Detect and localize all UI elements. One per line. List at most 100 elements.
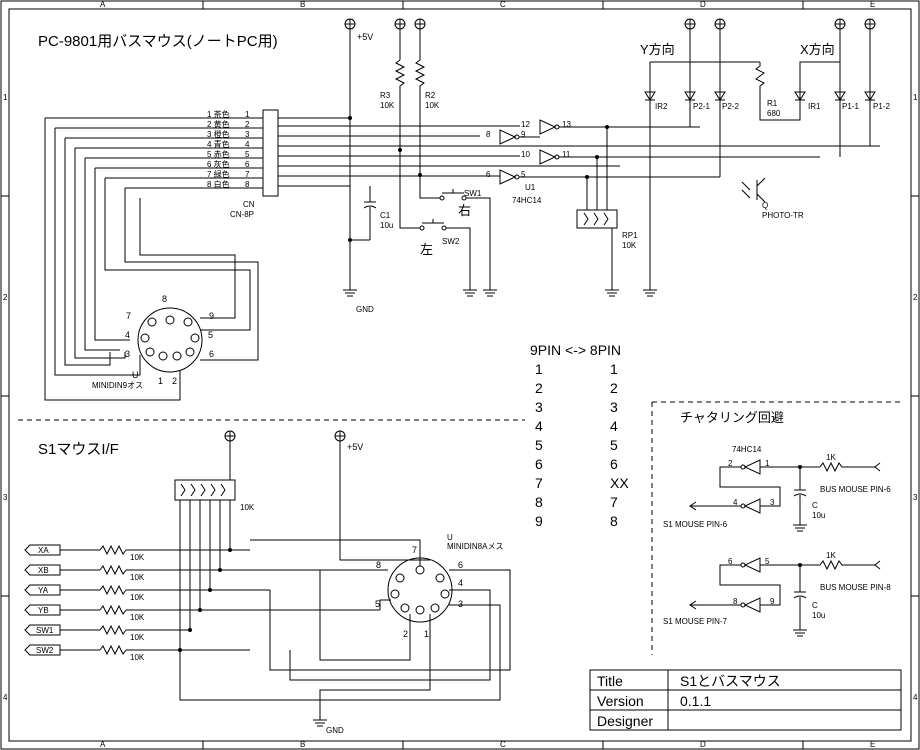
row-label-left-3: 3 bbox=[3, 493, 8, 502]
pin-map-9pin-8: 8 bbox=[535, 494, 543, 510]
row-label-right-1: 1 bbox=[913, 93, 918, 102]
u1-part: 74HC14 bbox=[512, 196, 542, 205]
cn-part: CN-8P bbox=[230, 210, 254, 219]
u1-pin-9: 9 bbox=[521, 130, 526, 139]
minidin9-connector: 8 7 9 4 5 3 6 1 2 U MINIDIN9オス bbox=[92, 294, 214, 390]
signal-sw2-label: SW2 bbox=[36, 646, 54, 655]
cn-signal-wires bbox=[44, 117, 880, 401]
col-label-bottom-c: C bbox=[500, 740, 506, 749]
u1-pin-8: 8 bbox=[486, 130, 491, 139]
switch-sw1: SW1 右 bbox=[419, 175, 491, 290]
col-label-top-b: B bbox=[300, 0, 305, 9]
x-direction-label: X方向 bbox=[800, 42, 835, 57]
led-ir1: IR1 bbox=[808, 102, 821, 111]
pin-map-8pin-8: 7 bbox=[610, 494, 618, 510]
din8-pin-6: 6 bbox=[458, 560, 463, 570]
din9-part: MINIDIN9オス bbox=[92, 381, 143, 390]
cn-pin-4: 4 bbox=[245, 140, 250, 149]
din9-pin-7: 7 bbox=[126, 311, 131, 321]
pin-map-9pin-5: 5 bbox=[535, 437, 543, 453]
signal-inputs: XA 10K XB 10K YA 10K bbox=[24, 544, 380, 662]
din9-pin-5: 5 bbox=[208, 330, 213, 340]
din8-pin-8: 8 bbox=[376, 560, 381, 570]
rpack-rp1: RP1 10K bbox=[576, 127, 638, 297]
pin-map-8pin-9: 8 bbox=[610, 513, 618, 529]
ch2-bus-label: BUS MOUSE PIN-8 bbox=[820, 583, 891, 592]
signal-xb-label: XB bbox=[38, 566, 49, 575]
cn-pin-3: 3 bbox=[245, 130, 250, 139]
cn-pin-1: 1 bbox=[245, 110, 250, 119]
din9-pin-1: 1 bbox=[158, 376, 163, 386]
q-part: PHOTO-TR bbox=[762, 211, 804, 220]
gnd-label-top: GND bbox=[356, 305, 374, 314]
ch1-pin-in: 2 bbox=[728, 459, 733, 468]
din9-pin-6: 6 bbox=[209, 349, 214, 359]
c1-value: 10u bbox=[380, 221, 393, 230]
led-p2-2: P2-2 bbox=[722, 102, 739, 111]
ch2-cap: C bbox=[812, 601, 818, 610]
pin-map-header: 9PIN <-> 8PIN bbox=[530, 342, 621, 358]
cn-wire-1: 1 茶色 bbox=[207, 109, 230, 119]
din8-part: MINIDIN8Aメス bbox=[447, 542, 503, 551]
r3-value: 10K bbox=[380, 101, 395, 110]
din9-pin-3: 3 bbox=[125, 349, 130, 359]
led-ir2: IR2 bbox=[655, 102, 668, 111]
vcc-symbol-3 bbox=[414, 18, 426, 60]
sw1-ref: SW1 bbox=[464, 189, 482, 198]
pin-map-9pin-6: 6 bbox=[535, 456, 543, 472]
r1-value: 680 bbox=[767, 109, 781, 118]
vcc-symbol-bottom-2: +5V bbox=[334, 430, 363, 555]
u1-pin-10: 10 bbox=[521, 150, 530, 159]
signal-sw2: SW2 10K bbox=[24, 644, 250, 662]
switch-sw2: SW2 左 bbox=[399, 150, 471, 290]
gnd-symbols-switch bbox=[463, 289, 497, 297]
ch2-res: 1K bbox=[826, 551, 836, 560]
din8-pin-3: 3 bbox=[458, 599, 463, 609]
bottom-section: +5V 10K XA 10K XB bbox=[24, 430, 511, 735]
u1-pin-5: 5 bbox=[521, 170, 526, 179]
signal-xa-label: XA bbox=[38, 546, 49, 555]
pin-map-8pin-7: XX bbox=[610, 475, 629, 491]
q-ref: Q bbox=[762, 201, 768, 210]
col-label-top-a: A bbox=[100, 0, 106, 9]
led-array: IR2 P2-1 P2-2 IR1 P1-1 P1-2 R1 680 bbox=[643, 29, 890, 297]
version-value: 0.1.1 bbox=[680, 693, 711, 709]
resistor-r3: R3 10K bbox=[380, 59, 406, 150]
pin-map-8pin-3: 3 bbox=[610, 399, 618, 415]
sw2-ref: SW2 bbox=[442, 237, 460, 246]
rpack-bottom: 10K bbox=[174, 479, 255, 650]
row-label-right-3: 3 bbox=[913, 493, 918, 502]
signal-ya: YA 10K bbox=[24, 584, 270, 602]
vcc-label-bottom: +5V bbox=[347, 442, 363, 452]
ch1-buf-out: 3 bbox=[770, 498, 775, 507]
designer-label: Designer bbox=[597, 713, 653, 729]
cn-wire-8: 8 白色 bbox=[207, 179, 230, 189]
din8-pin-1: 1 bbox=[424, 629, 429, 639]
col-label-bottom-d: D bbox=[700, 740, 706, 749]
pin-map-table: 9PIN <-> 8PIN 1 2 3 4 5 6 7 8 9 1 2 3 4 … bbox=[530, 342, 629, 529]
ch2-cap-val: 10u bbox=[812, 611, 825, 620]
phototransistor-q: Q PHOTO-TR bbox=[741, 177, 804, 220]
signal-yb: YB 10K bbox=[24, 604, 380, 622]
rp1-value: 10K bbox=[622, 241, 637, 250]
signal-sw1: SW1 10K bbox=[24, 624, 190, 642]
title-label: Title bbox=[597, 673, 623, 689]
r2-ref: R2 bbox=[425, 91, 436, 100]
row-label-left-1: 1 bbox=[3, 93, 8, 102]
row-label-left-4: 4 bbox=[3, 693, 8, 702]
signal-sw2-res: 10K bbox=[130, 653, 145, 662]
row-label-right-4: 4 bbox=[913, 693, 918, 702]
ch1-res: 1K bbox=[826, 453, 836, 462]
top-section: +5V R3 10K R2 10K 1 bbox=[44, 18, 890, 401]
rp1-ref: RP1 bbox=[622, 231, 638, 240]
signal-xa-res: 10K bbox=[130, 553, 145, 562]
signal-sw1-res: 10K bbox=[130, 633, 145, 642]
col-label-bottom-e: E bbox=[870, 740, 875, 749]
cn-pin-8: 8 bbox=[245, 180, 250, 189]
led-p1-1: P1-1 bbox=[842, 102, 859, 111]
cn-wire-3: 3 橙色 bbox=[207, 129, 230, 139]
pin-map-8pin-2: 2 bbox=[610, 380, 618, 396]
cn-pin-5: 5 bbox=[245, 150, 250, 159]
cn-wire-4: 4 青色 bbox=[207, 139, 230, 149]
